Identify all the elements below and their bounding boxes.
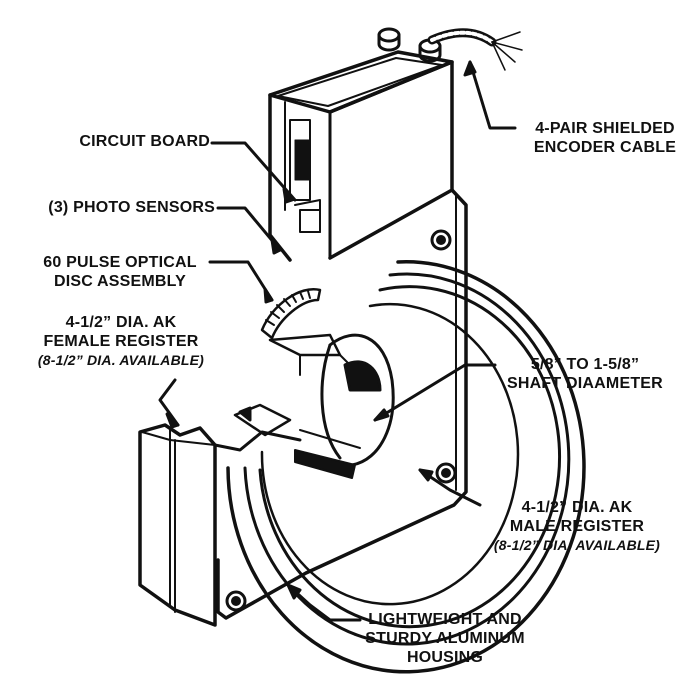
circuit-board-text: CIRCUIT BOARD xyxy=(79,133,210,150)
housing-line-2: STURDY ALUMINUM xyxy=(365,630,525,647)
encoder-cable-line-1: 4-PAIR SHIELDED xyxy=(535,120,675,137)
female-register-line-1: 4-1/2” DIA. AK xyxy=(65,314,177,331)
shaft-diameter-line-2: SHAFT DIAAMETER xyxy=(507,375,663,392)
label-photo-sensors: (3) PHOTO SENSORS xyxy=(30,198,215,217)
mounting-hole-bottom xyxy=(225,590,247,612)
label-circuit-board: CIRCUIT BOARD xyxy=(60,132,210,151)
housing-line-1: LIGHTWEIGHT AND xyxy=(368,611,522,628)
optical-disc xyxy=(260,287,361,376)
optical-disc-line-2: DISC ASSEMBLY xyxy=(53,273,187,290)
housing-line-3: HOUSING xyxy=(406,649,484,666)
cap-screw xyxy=(377,27,401,43)
mounting-hole-right xyxy=(435,462,457,484)
shaft-diameter-line-1: 5/8” TO 1-5/8” xyxy=(530,356,640,373)
male-register-line-2: MALE REGISTER xyxy=(509,518,645,535)
female-register-line-2: FEMALE REGISTER xyxy=(43,333,199,350)
male-register-line-1: 4-1/2” DIA. AK xyxy=(521,499,633,516)
label-male-register: 4-1/2” DIA. AK MALE REGISTER (8-1/2” DIA… xyxy=(482,498,672,555)
label-female-register: 4-1/2” DIA. AK FEMALE REGISTER (8-1/2” D… xyxy=(30,313,212,370)
male-register-note: (8-1/2” DIA. AVAILABLE) xyxy=(493,537,661,553)
enclosure-box xyxy=(268,27,454,262)
female-register-block xyxy=(138,403,302,627)
circuit-board xyxy=(289,119,321,233)
optical-disc-line-1: 60 PULSE OPTICAL xyxy=(43,254,197,271)
label-optical-disc: 60 PULSE OPTICAL DISC ASSEMBLY xyxy=(30,253,210,291)
leader-lines xyxy=(158,60,517,622)
photo-sensors-text: (3) PHOTO SENSORS xyxy=(48,199,215,216)
encoder-cable xyxy=(427,28,523,71)
label-encoder-cable: 4-PAIR SHIELDED ENCODER CABLE xyxy=(515,119,695,157)
mounting-hole-top xyxy=(430,229,452,251)
label-housing: LIGHTWEIGHT AND STURDY ALUMINUM HOUSING xyxy=(355,610,535,667)
female-register-note: (8-1/2” DIA. AVAILABLE) xyxy=(37,352,205,368)
housing-plate xyxy=(216,188,468,620)
shaft-bore xyxy=(294,333,395,479)
encoder-cable-line-2: ENCODER CABLE xyxy=(533,139,677,156)
label-shaft-diameter: 5/8” TO 1-5/8” SHAFT DIAAMETER xyxy=(495,355,675,393)
